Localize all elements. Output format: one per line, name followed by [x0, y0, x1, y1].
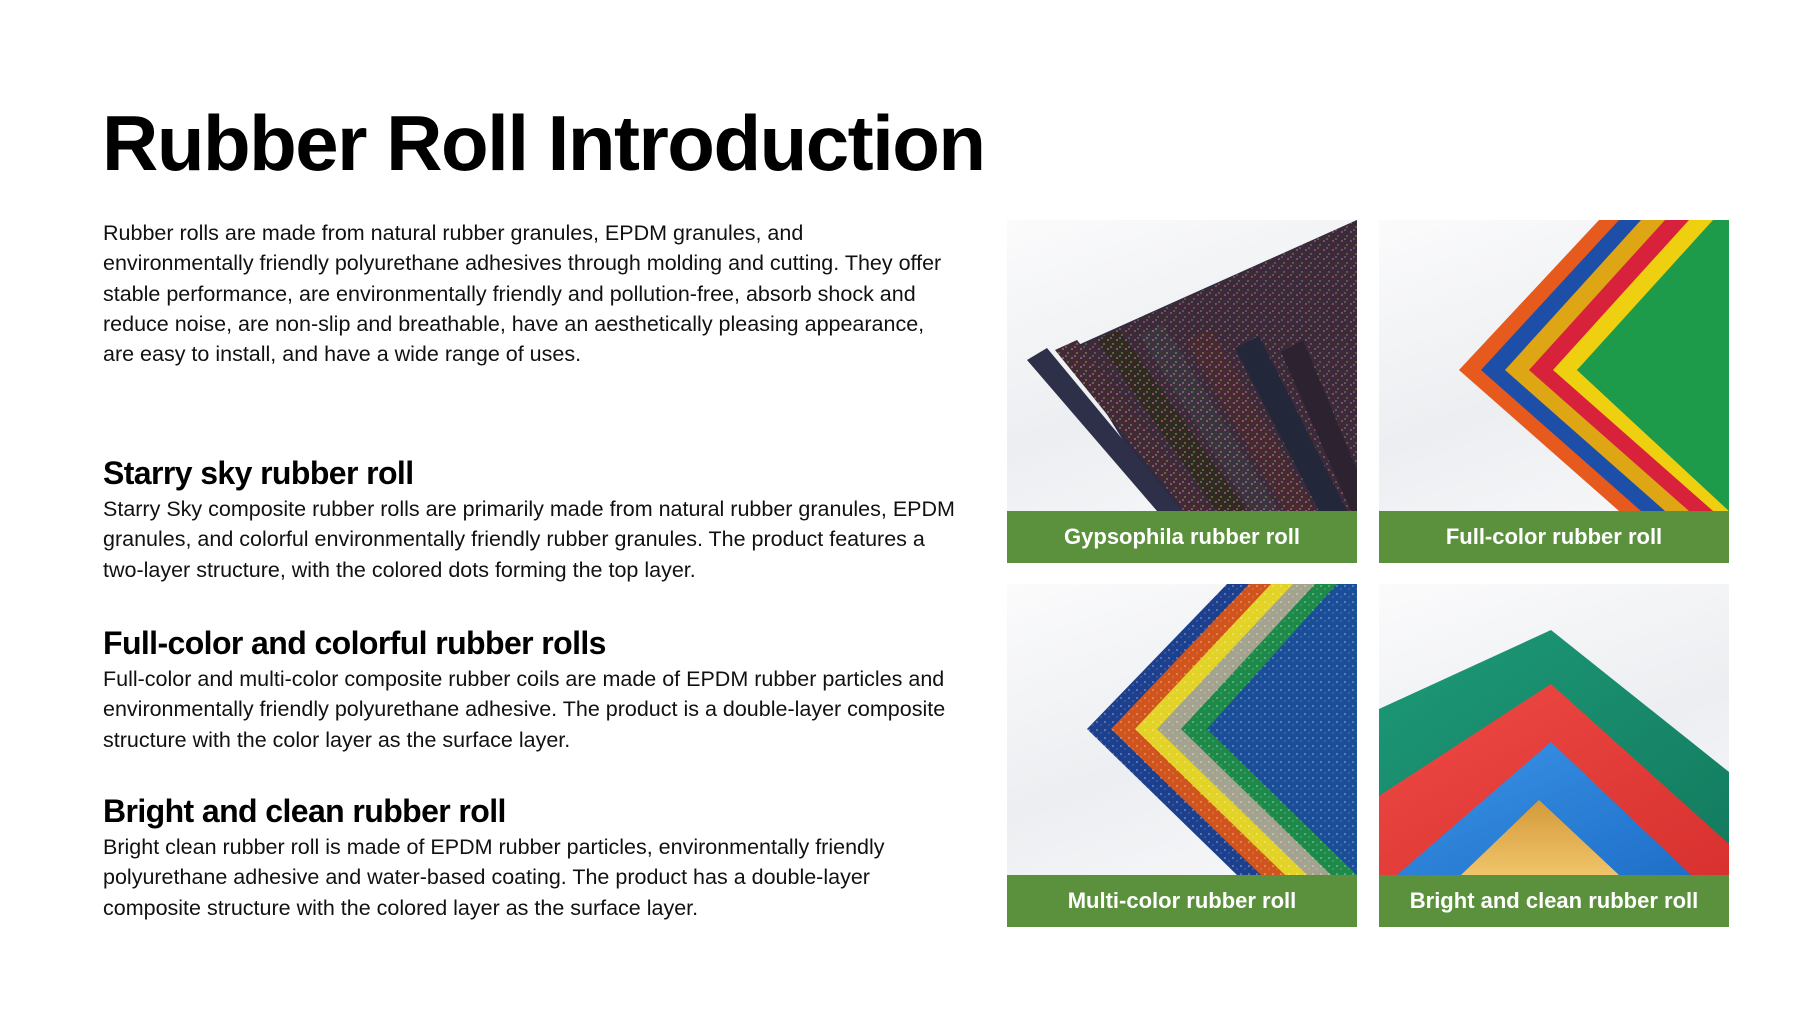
gallery-card-full-color: Full-color rubber roll [1379, 220, 1729, 563]
bright-and-clean-rubber-roll-image [1379, 584, 1729, 875]
gallery-label: Gypsophila rubber roll [1007, 511, 1357, 563]
gallery-card-gypsophila: Gypsophila rubber roll [1007, 220, 1357, 563]
gallery-label: Full-color rubber roll [1379, 511, 1729, 563]
section-full-color: Full-color and colorful rubber rolls Ful… [103, 624, 963, 755]
gallery-label: Bright and clean rubber roll [1379, 875, 1729, 927]
section-starry-sky: Starry sky rubber roll Starry Sky compos… [103, 454, 963, 585]
section-bright-clean: Bright and clean rubber roll Bright clea… [103, 792, 963, 923]
section-heading: Full-color and colorful rubber rolls [103, 625, 606, 661]
gallery-card-multi-color: Multi-color rubber roll [1007, 584, 1357, 927]
section-heading: Bright and clean rubber roll [103, 793, 506, 829]
section-heading: Starry sky rubber roll [103, 455, 414, 491]
gallery-card-bright-clean: Bright and clean rubber roll [1379, 584, 1729, 927]
gypsophila-rubber-roll-image [1007, 220, 1357, 511]
section-body: Bright clean rubber roll is made of EPDM… [103, 835, 885, 920]
full-color-rubber-roll-image [1379, 220, 1729, 511]
section-body: Full-color and multi-color composite rub… [103, 667, 946, 752]
page-title: Rubber Roll Introduction [102, 99, 986, 187]
intro-paragraph: Rubber rolls are made from natural rubbe… [103, 221, 942, 367]
gallery-label: Multi-color rubber roll [1007, 875, 1357, 927]
multi-color-rubber-roll-image [1007, 584, 1357, 875]
section-body: Starry Sky composite rubber rolls are pr… [103, 497, 955, 582]
